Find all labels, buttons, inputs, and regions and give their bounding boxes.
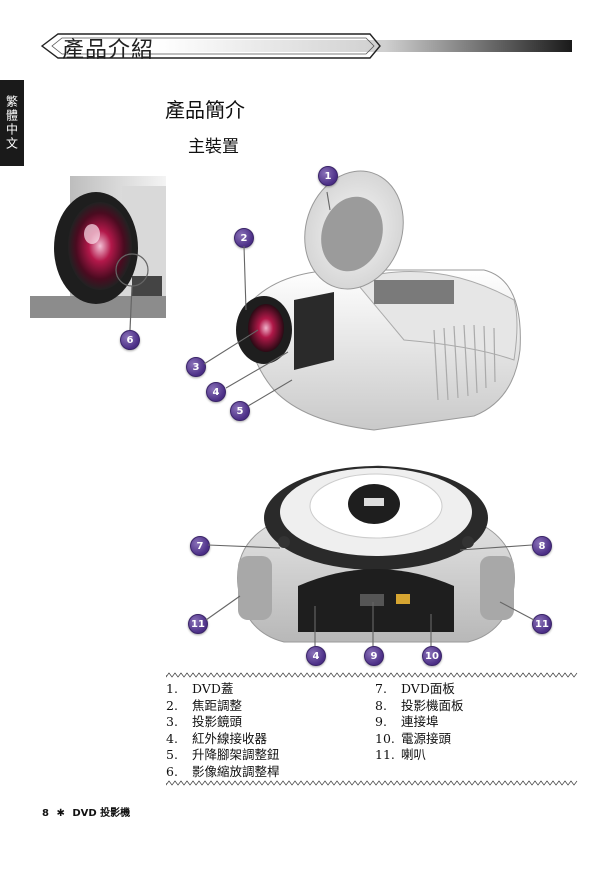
item-label: 焦距調整 — [192, 697, 243, 713]
item-number: 10. — [375, 730, 395, 746]
header-title: 產品介紹 — [62, 38, 155, 63]
projector-rear-image — [237, 465, 515, 643]
callout-leader-6 — [115, 253, 149, 331]
callout-leaders-top — [203, 191, 331, 407]
list-item: 2. 焦距調整 — [166, 698, 280, 715]
section-title: 產品簡介 — [165, 98, 245, 122]
callout-11-right: 11 — [532, 614, 552, 634]
page-footer: 8 ✱ DVD 投影機 — [42, 804, 130, 819]
item-number: 2. — [166, 697, 178, 713]
item-label: 影像縮放調整桿 — [192, 763, 280, 779]
callout-7: 7 — [190, 536, 210, 556]
parts-list-left: 1.DVD蓋 2.焦距調整 3.投影鏡頭 4.紅外線接收器 5.升降腳架調整鈕 … — [166, 681, 280, 780]
divider-bottom — [166, 780, 578, 786]
item-number: 4. — [166, 730, 178, 746]
list-item: 10. 電源接頭 — [375, 731, 464, 748]
lens-closeup-image — [30, 176, 166, 318]
header-banner: 產品介紹 — [40, 28, 572, 64]
callout-10: 10 — [422, 646, 442, 666]
page-number: 8 — [42, 808, 49, 819]
item-label: DVD蓋 — [192, 681, 234, 696]
item-label: DVD面板 — [401, 681, 455, 696]
item-label: 連接埠 — [401, 714, 439, 729]
callout-5: 5 — [230, 401, 250, 421]
list-item: 1. DVD蓋 — [166, 681, 280, 698]
callout-3: 3 — [186, 357, 206, 377]
item-label: 投影機面板 — [401, 697, 464, 713]
list-item: 9. 連接埠 — [375, 714, 464, 731]
projector-front-image — [236, 170, 521, 431]
parts-list-right: 7. DVD面板 8. 投影機面板 9. 連接埠 10. 電源接頭 11. 喇叭 — [375, 681, 464, 764]
item-number: 8. — [375, 697, 387, 713]
item-number: 6. — [166, 763, 178, 779]
list-item: 6. 影像縮放調整桿 — [166, 764, 280, 781]
footer-text: DVD 投影機 — [72, 808, 131, 819]
list-item: 4. 紅外線接收器 — [166, 731, 280, 748]
callout-11-left: 11 — [188, 614, 208, 634]
list-item: 7. DVD面板 — [375, 681, 464, 698]
callout-8: 8 — [532, 536, 552, 556]
divider-top — [166, 672, 578, 678]
item-number: 5. — [166, 747, 178, 762]
item-number: 7. — [375, 681, 387, 696]
callout-9: 9 — [364, 646, 384, 666]
item-number: 1. — [166, 681, 178, 696]
list-item: 11. 喇叭 — [375, 747, 464, 764]
callout-4-top: 4 — [206, 382, 226, 402]
list-item: 3. 投影鏡頭 — [166, 714, 280, 731]
footer-bullet-icon: ✱ — [56, 808, 65, 819]
callout-6: 6 — [120, 330, 140, 350]
item-label: 升降腳架調整鈕 — [192, 747, 280, 762]
section-subtitle: 主裝置 — [188, 137, 239, 157]
callout-1: 1 — [318, 166, 338, 186]
item-number: 3. — [166, 714, 178, 729]
item-label: 投影鏡頭 — [192, 714, 243, 729]
callout-leaders-bottom — [205, 544, 535, 646]
item-label: 電源接頭 — [401, 730, 452, 746]
list-item: 5. 升降腳架調整鈕 — [166, 747, 280, 764]
item-label: 喇叭 — [401, 747, 427, 762]
list-item: 8. 投影機面板 — [375, 698, 464, 715]
item-label: 紅外線接收器 — [192, 730, 268, 746]
callout-4-bottom: 4 — [306, 646, 326, 666]
item-number: 11. — [375, 747, 395, 762]
language-tab: 繁體中文 — [0, 80, 24, 166]
item-number: 9. — [375, 714, 387, 729]
